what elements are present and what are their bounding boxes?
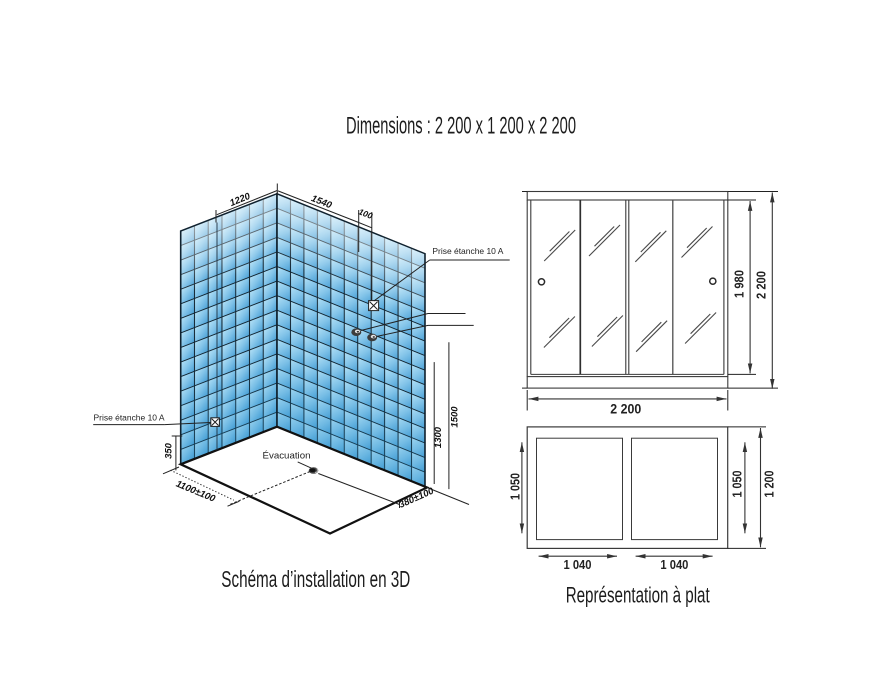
svg-text:Schéma d’installation en 3D: Schéma d’installation en 3D (221, 566, 410, 592)
svg-text:Évacuation: Évacuation (263, 451, 311, 462)
svg-text:2 200: 2 200 (610, 401, 641, 417)
svg-text:1 980: 1 980 (733, 270, 747, 298)
svg-text:Dimensions : 2 200 x 1 200 x 2: Dimensions : 2 200 x 1 200 x 2 200 (346, 113, 576, 140)
svg-text:350: 350 (164, 442, 175, 459)
svg-text:1 200: 1 200 (763, 470, 777, 497)
svg-text:1300: 1300 (433, 426, 444, 448)
svg-text:Représentation à plat: Représentation à plat (566, 583, 710, 608)
svg-text:1 050: 1 050 (509, 473, 523, 500)
svg-text:100: 100 (357, 206, 374, 221)
svg-text:1500: 1500 (450, 406, 461, 428)
svg-text:2 200: 2 200 (754, 271, 768, 299)
svg-text:Prise étanche 10 A: Prise étanche 10 A (94, 414, 166, 423)
svg-text:1 040: 1 040 (660, 558, 688, 572)
svg-text:Prise étanche 10 A: Prise étanche 10 A (432, 247, 504, 256)
svg-text:1 050: 1 050 (731, 470, 745, 497)
svg-text:1 040: 1 040 (564, 558, 592, 572)
